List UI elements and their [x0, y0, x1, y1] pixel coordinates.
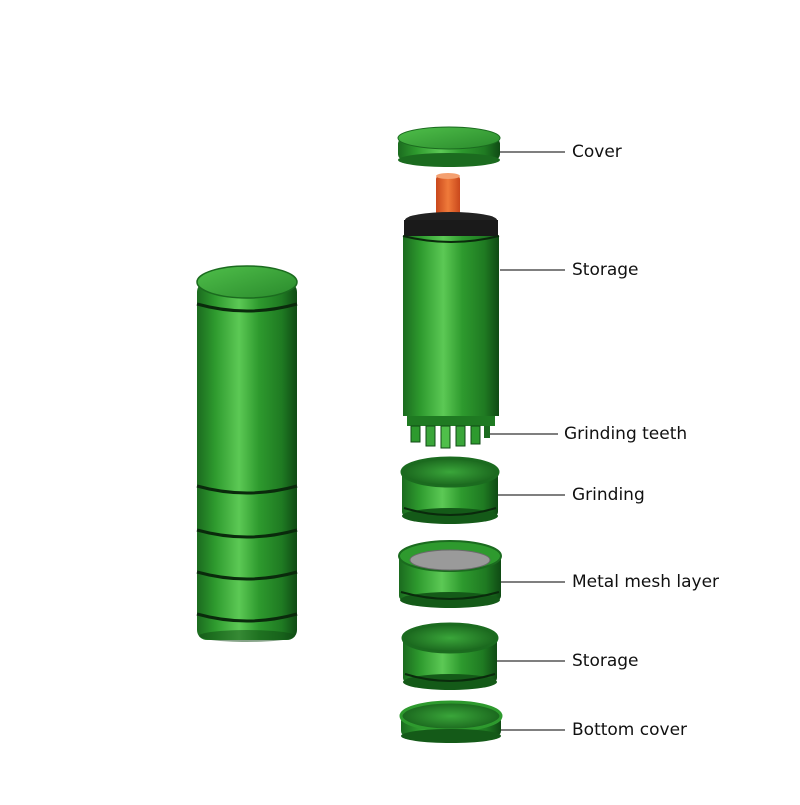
storage-bottom-part — [401, 622, 499, 690]
cover-part — [397, 126, 501, 167]
assembled-grinder — [196, 265, 298, 642]
leader-lines — [490, 151, 565, 731]
filter-tip — [436, 173, 460, 216]
label-mesh-layer: Metal mesh layer — [572, 572, 720, 592]
label-bottom-cover: Bottom cover — [572, 720, 688, 740]
label-storage-bottom: Storage — [572, 651, 639, 671]
label-grinding: Grinding — [572, 485, 645, 505]
storage-top-part — [402, 212, 500, 449]
grinding-part — [400, 456, 500, 524]
bottom-cover-part — [399, 700, 503, 743]
label-storage-top: Storage — [572, 260, 639, 280]
mesh-layer-part — [398, 540, 502, 608]
label-cover: Cover — [572, 142, 622, 162]
label-grinding-teeth: Grinding teeth — [564, 424, 688, 444]
